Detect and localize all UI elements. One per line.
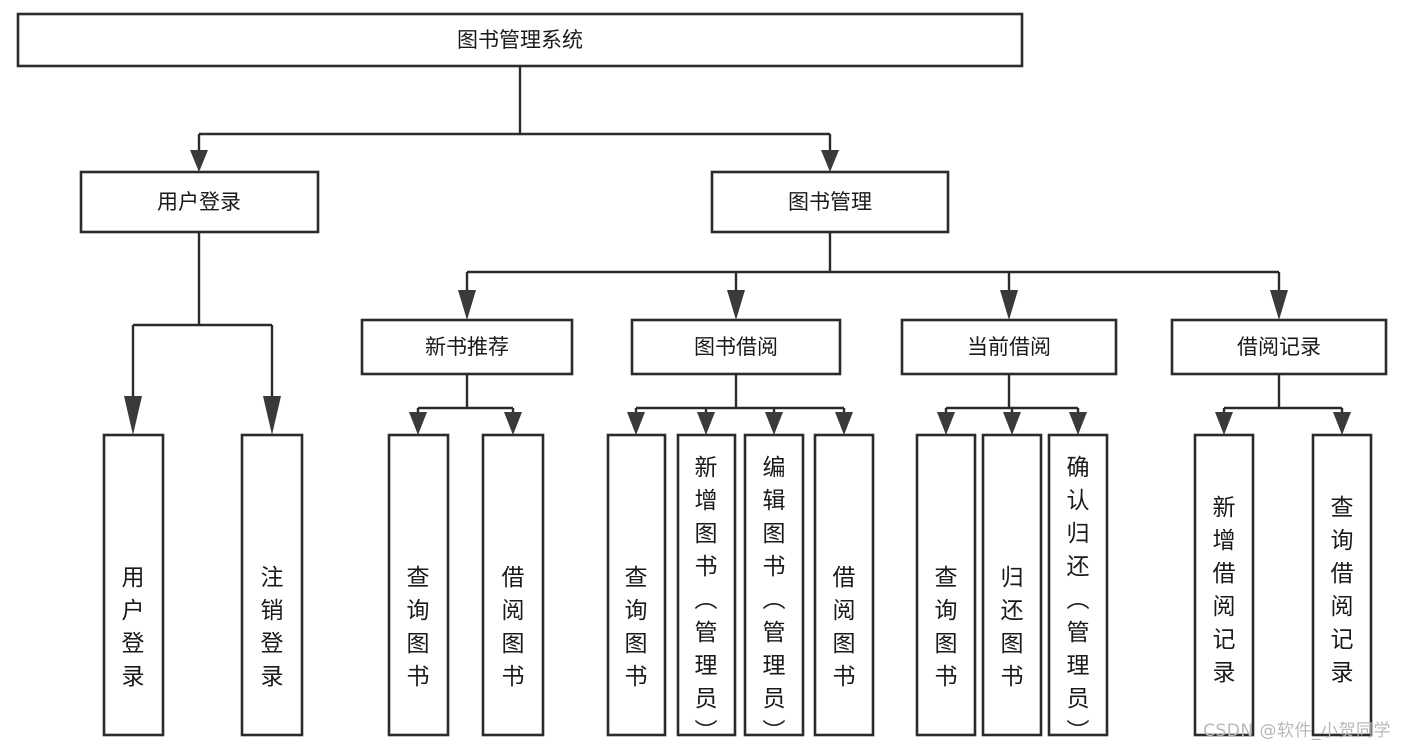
node-book-management-label: 图书管理: [788, 190, 872, 214]
node-leaf-query-book-2-label: 查询图书: [625, 565, 648, 690]
node-leaf-return-book[interactable]: 归还图书: [981, 433, 1043, 737]
node-leaf-user-login-box[interactable]: [102, 433, 165, 737]
node-borrow-record-box[interactable]: [1170, 318, 1388, 376]
node-leaf-add-book-label: 新增图书︵管理员︶: [695, 455, 718, 745]
arrow-user-login-leaf-2: [263, 396, 281, 435]
node-leaf-query-book-3-label: 查询图书: [935, 565, 958, 690]
node-leaf-query-book-3-box[interactable]: [915, 433, 977, 737]
arrow-root-to-book-management: [821, 150, 839, 172]
node-new-book-recommend-label: 新书推荐: [425, 335, 509, 359]
node-leaf-user-logout-label: 注销登录: [261, 565, 284, 690]
node-current-borrow-label: 当前借阅: [967, 335, 1051, 359]
node-book-borrow-box[interactable]: [630, 318, 842, 376]
node-leaf-confirm-return[interactable]: 确认归还︵管理员︶: [1047, 433, 1109, 745]
node-leaf-confirm-return-box[interactable]: [1047, 433, 1109, 737]
node-leaf-query-book-3[interactable]: 查询图书: [915, 433, 977, 737]
node-root-box[interactable]: [16, 12, 1024, 68]
arrow-br-leaf-1: [1215, 412, 1233, 435]
arrow-root-to-user-login: [190, 150, 208, 172]
node-leaf-query-book-1-box[interactable]: [387, 433, 450, 737]
node-leaf-query-book-1[interactable]: 查询图书: [387, 433, 450, 737]
node-leaf-add-book[interactable]: 新增图书︵管理员︶: [676, 433, 737, 745]
node-new-book-recommend[interactable]: 新书推荐: [360, 318, 574, 376]
arrow-nbr-leaf-1: [409, 412, 427, 435]
node-user-login-box[interactable]: [79, 170, 320, 234]
node-leaf-confirm-return-label: 确认归还︵管理员︶: [1067, 455, 1090, 745]
node-leaf-edit-book-box[interactable]: [743, 433, 805, 737]
node-leaf-query-record-box[interactable]: [1311, 433, 1373, 737]
arrow-br-leaf-2: [1333, 412, 1351, 435]
node-book-management[interactable]: 图书管理: [710, 170, 950, 234]
node-leaf-borrow-book-2-label: 借阅图书: [833, 565, 856, 690]
arrow-bm-to-borrow-record: [1270, 290, 1288, 320]
arrow-bb-leaf-3: [765, 412, 783, 435]
node-leaf-add-record-label: 新增借阅记录: [1213, 495, 1236, 686]
node-root-label: 图书管理系统: [457, 28, 583, 52]
node-borrow-record[interactable]: 借阅记录: [1170, 318, 1388, 376]
node-root[interactable]: 图书管理系统: [16, 12, 1024, 68]
arrow-bb-leaf-1: [627, 412, 645, 435]
node-leaf-query-record[interactable]: 查询借阅记录: [1311, 433, 1373, 737]
node-leaf-user-login[interactable]: 用户登录: [102, 433, 165, 737]
node-leaf-borrow-book-1[interactable]: 借阅图书: [481, 433, 545, 737]
node-leaf-query-book-1-label: 查询图书: [407, 565, 430, 690]
node-borrow-record-label: 借阅记录: [1237, 335, 1321, 359]
node-leaf-borrow-book-2-box[interactable]: [813, 433, 875, 737]
node-leaf-add-book-box[interactable]: [676, 433, 737, 737]
node-book-borrow-label: 图书借阅: [694, 335, 778, 359]
node-leaf-return-book-box[interactable]: [981, 433, 1043, 737]
arrow-nbr-leaf-2: [504, 412, 522, 435]
node-leaf-borrow-book-1-box[interactable]: [481, 433, 545, 737]
connectors-group: [124, 66, 1351, 435]
node-current-borrow-box[interactable]: [900, 318, 1118, 376]
node-leaf-edit-book[interactable]: 编辑图书︵管理员︶: [743, 433, 805, 745]
node-leaf-borrow-book-1-label: 借阅图书: [502, 565, 525, 690]
node-leaf-user-logout[interactable]: 注销登录: [240, 433, 304, 737]
node-leaf-edit-book-label: 编辑图书︵管理员︶: [763, 455, 786, 745]
arrow-bb-leaf-2: [697, 412, 715, 435]
arrow-cb-leaf-2: [1003, 412, 1021, 435]
node-user-login-label: 用户登录: [157, 190, 241, 214]
node-book-management-box[interactable]: [710, 170, 950, 234]
node-leaf-query-book-2-box[interactable]: [606, 433, 667, 737]
node-leaf-borrow-book-2[interactable]: 借阅图书: [813, 433, 875, 737]
node-leaf-user-login-label: 用户登录: [122, 565, 145, 690]
node-leaf-user-logout-box[interactable]: [240, 433, 304, 737]
arrow-cb-leaf-1: [937, 412, 955, 435]
node-user-login[interactable]: 用户登录: [79, 170, 320, 234]
node-leaf-return-book-label: 归还图书: [1001, 565, 1024, 690]
node-leaf-add-record-box[interactable]: [1193, 433, 1255, 737]
arrow-bm-to-new-book-recommend: [458, 290, 476, 320]
node-current-borrow[interactable]: 当前借阅: [900, 318, 1118, 376]
arrow-user-login-leaf-1: [124, 396, 142, 435]
arrow-bm-to-current-borrow: [1000, 290, 1018, 320]
arrow-bm-to-book-borrow: [727, 290, 745, 320]
arrow-bb-leaf-4: [835, 412, 853, 435]
node-leaf-query-book-2[interactable]: 查询图书: [606, 433, 667, 737]
arrow-cb-leaf-3: [1069, 412, 1087, 435]
node-new-book-recommend-box[interactable]: [360, 318, 574, 376]
node-leaf-add-record[interactable]: 新增借阅记录: [1193, 433, 1255, 737]
node-leaf-query-record-label: 查询借阅记录: [1331, 495, 1354, 686]
node-book-borrow[interactable]: 图书借阅: [630, 318, 842, 376]
